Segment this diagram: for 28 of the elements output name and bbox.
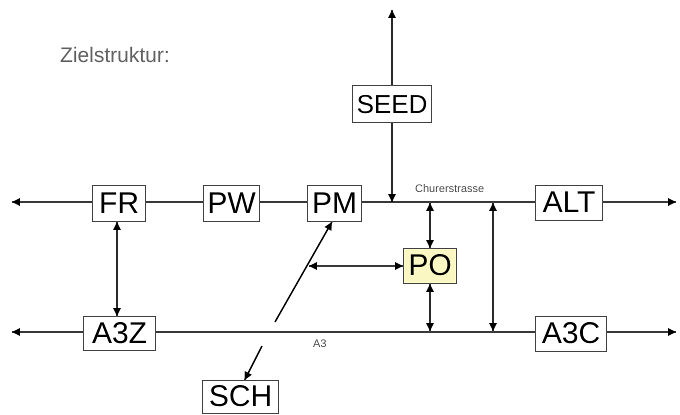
arrow <box>113 222 121 316</box>
road-line <box>146 201 203 203</box>
arrow <box>603 198 676 206</box>
arrow <box>607 328 676 336</box>
place-box: SEED <box>352 85 432 123</box>
place-box: A3C <box>535 316 607 352</box>
place-box: PW <box>203 185 260 222</box>
road-line <box>362 201 535 203</box>
edge-label: Churerstrasse <box>414 183 486 195</box>
edge-label: A3 <box>312 338 328 350</box>
place-box: FR <box>92 185 146 222</box>
arrow <box>309 262 403 270</box>
arrow <box>426 203 434 248</box>
place-box: SCH <box>202 380 279 414</box>
place-box: PM <box>307 185 362 222</box>
arrow <box>388 123 396 202</box>
arrow <box>12 328 83 336</box>
place-box: A3Z <box>83 316 156 351</box>
road-line <box>156 331 535 333</box>
arrow <box>12 198 92 206</box>
place-box: PO <box>403 248 457 284</box>
diagram-title: Zielstruktur: <box>60 44 170 68</box>
arrow <box>388 10 396 85</box>
arrow <box>244 346 263 380</box>
place-box: ALT <box>535 185 603 221</box>
arrow <box>426 284 434 331</box>
road-line <box>260 201 307 203</box>
arrow <box>274 222 333 322</box>
